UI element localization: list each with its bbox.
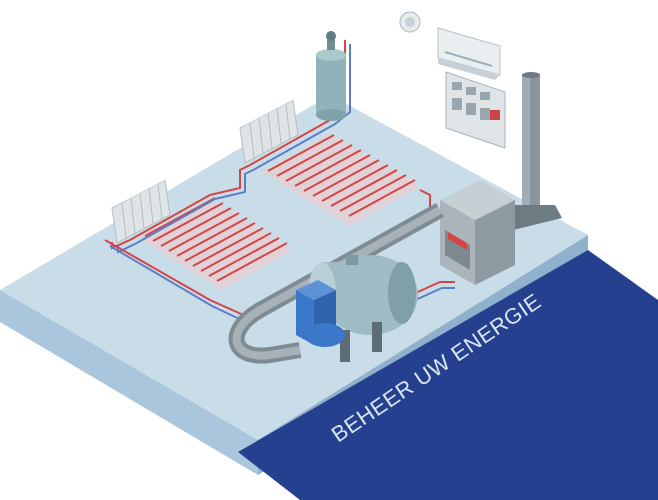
underfloor-heating-icon: [138, 197, 292, 290]
air-conditioner-icon: [437, 27, 501, 80]
boiler-icon: [440, 180, 515, 285]
radiator-icon: [239, 96, 299, 164]
control-panel-icon: [445, 71, 506, 149]
gas-tank-icon: [316, 31, 346, 121]
burner-icon: [296, 280, 345, 347]
underfloor-heating-icon: [262, 134, 420, 226]
banner-bg: [238, 250, 658, 500]
floor-top: [0, 95, 588, 440]
chimney-icon: [505, 72, 562, 232]
thermostat-icon: [399, 11, 421, 33]
duct: [228, 203, 444, 364]
radiator-icon: [111, 176, 171, 244]
floor-left-side: [0, 290, 258, 475]
